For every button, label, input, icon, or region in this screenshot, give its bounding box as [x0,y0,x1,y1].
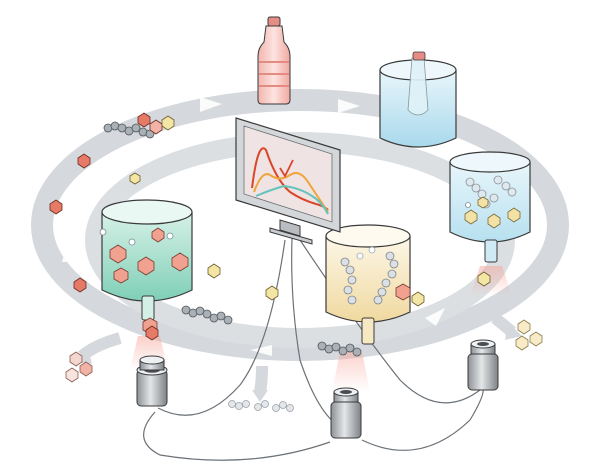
crystal-icon [529,331,543,347]
crystal-icon [265,285,279,301]
ring-arrowhead-icon [200,97,222,112]
crystal-icon [77,153,91,169]
crystal-icon [515,335,529,351]
crystal-icon [129,172,141,185]
bottle-icon [257,16,291,105]
bead-chain-icon [317,341,362,357]
crystal-icon [79,361,93,377]
crystals [49,112,543,383]
exit-arrow-bottom [254,365,268,394]
bead-chain-icon [181,305,233,325]
crystal-icon [517,319,531,335]
ring-arrowhead-icon [250,345,272,356]
crystal-icon [145,325,159,341]
tank-right [449,151,531,296]
bubbles [99,202,471,236]
bead-chain-icon [103,121,155,139]
crystal-icon [65,367,79,383]
crystal-icon [161,115,175,131]
ring-arrowhead-icon [425,308,445,326]
crystal-icon [477,271,491,287]
camera-icon [467,339,499,391]
camera-icon [330,387,362,439]
camera-icon [136,355,168,407]
crystal-icon [411,291,425,307]
bead-chain-icon [228,400,294,412]
cable [361,387,484,451]
outer-ring-arrow [31,89,569,361]
tank-center [325,224,411,392]
arrowhead-icon [252,390,268,402]
monitor-icon [235,117,341,245]
cable [143,411,331,461]
tank-top-right [379,51,457,148]
crystal-icon [207,263,221,279]
crystal-icon [149,119,163,135]
crystal-icon [137,112,151,128]
camera-cables [143,237,484,461]
crystal-icon [73,277,87,293]
crystal-icon [49,199,63,215]
arrowhead-icon [505,322,522,340]
cable [291,237,347,431]
crystal-icon [69,351,83,367]
ring-arrowhead-icon [338,99,360,113]
ring-arrowhead-icon [62,240,74,262]
